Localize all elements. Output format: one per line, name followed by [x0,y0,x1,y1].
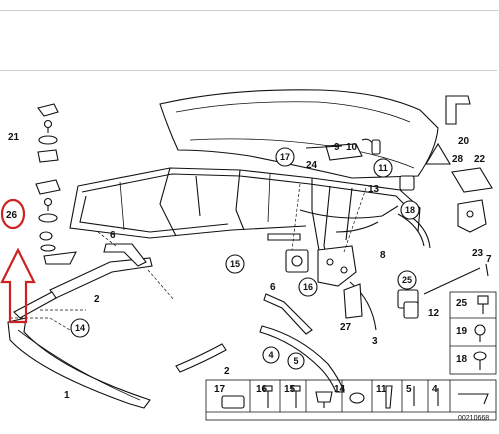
circled-callout-5: 5 [293,356,298,366]
circled-callout-17: 17 [280,152,290,162]
circled-callout-25: 25 [402,275,412,285]
callout-2-upper: 2 [94,294,100,305]
fastener-legend-bottom [205,379,497,421]
callout-3: 3 [372,336,378,347]
callout-6-left: 6 [110,230,116,241]
highlight-arrow [0,247,36,324]
callout-23: 23 [472,248,484,259]
callout-24: 24 [306,160,318,171]
circled-callouts: 4 5 11 14 15 16 17 18 25 [70,147,420,370]
legend-bottom-11: 11 [376,384,387,395]
legend-right-19: 19 [456,326,468,337]
legend-bottom-15: 15 [284,384,296,395]
top-divider [0,10,499,11]
callout-2-lower: 2 [224,366,230,377]
callout-9: 9 [334,142,340,153]
highlight-circle [0,198,26,230]
callout-22: 22 [474,154,486,165]
circled-callout-18: 18 [405,205,415,215]
leader-lines [10,183,367,331]
roof-frame-mechanism [69,167,431,287]
legend-right-18: 18 [456,354,468,365]
fastener-group-26 [35,179,77,265]
callout-26: 26 [6,210,18,221]
circled-callout-16: 16 [303,282,313,292]
legend-right-25: 25 [456,298,468,309]
callout-6-right: 6 [270,282,276,293]
legend-labels: 25 19 18 17 16 15 14 11 5 4 00210668 [214,298,489,422]
callout-13: 13 [368,184,380,195]
callout-7: 7 [486,254,492,265]
callout-28: 28 [452,154,464,165]
reference-number: 00210668 [458,415,489,422]
callout-20: 20 [458,136,470,147]
legend-bottom-14: 14 [334,384,346,395]
legend-bottom-17: 17 [214,384,226,395]
frame-top-border [0,70,497,71]
circled-callout-14: 14 [75,323,85,333]
top-toolbar-strip [0,0,499,12]
fastener-group-21 [37,103,59,163]
legend-bottom-5: 5 [406,384,412,395]
callout-10: 10 [346,142,358,153]
legend-bottom-16: 16 [256,384,268,395]
weatherstrips [7,95,493,409]
callout-21: 21 [8,132,20,143]
circled-callout-4: 4 [268,350,273,360]
callout-12: 12 [428,308,440,319]
circled-callout-15: 15 [230,259,240,269]
highlight-annotation [0,198,36,324]
callout-1: 1 [64,390,70,401]
fastener-legend-right [449,291,497,375]
circled-callout-11: 11 [378,163,388,173]
soft-top-canopy [159,89,439,179]
callout-8: 8 [380,250,386,261]
callout-27: 27 [340,322,352,333]
callout-labels: 1 2 2 3 6 6 7 8 9 10 12 13 20 21 22 23 2… [6,132,492,401]
diagram-frame [0,70,499,434]
legend-bottom-4: 4 [432,384,438,395]
